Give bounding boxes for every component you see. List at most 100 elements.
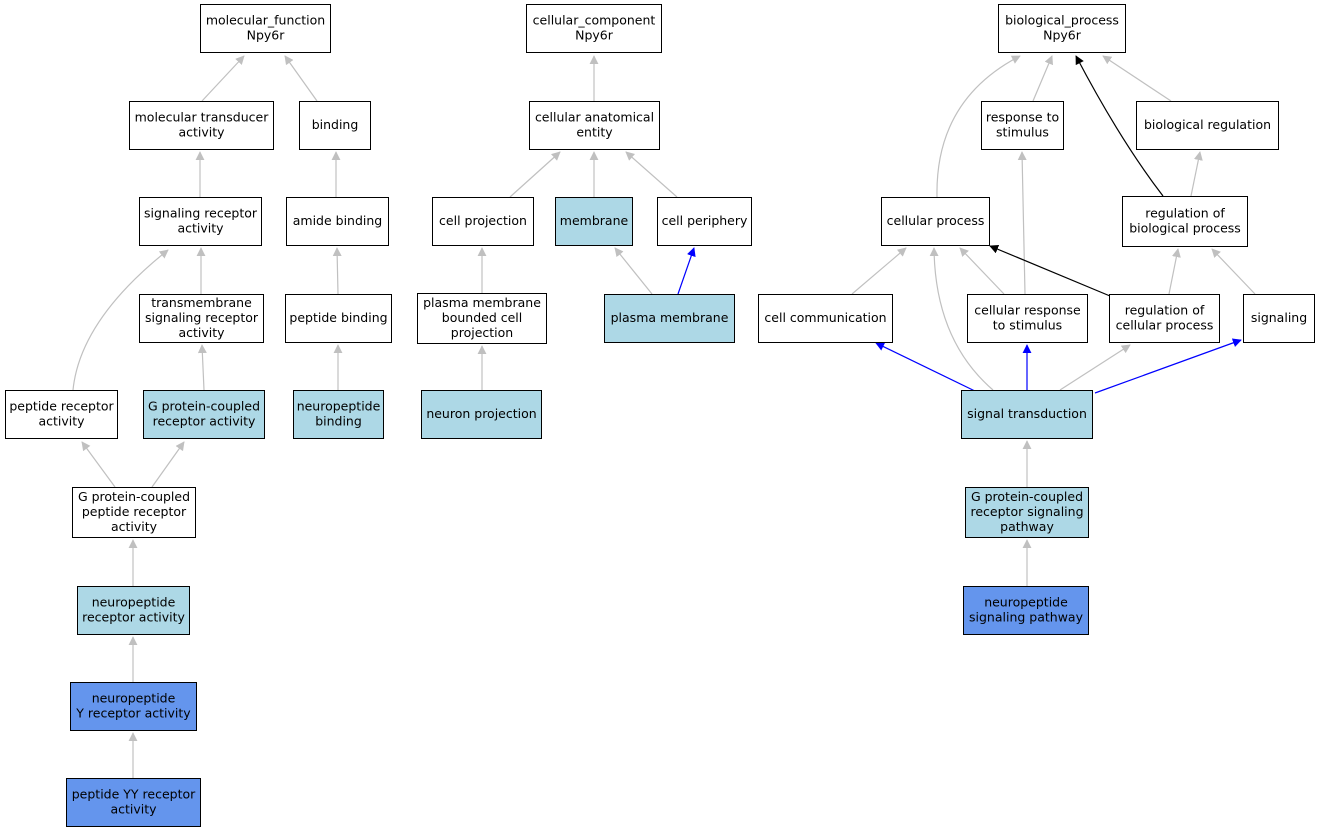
go-term-node[interactable]: cell projection: [432, 197, 534, 246]
go-term-label: activity: [178, 325, 225, 340]
go-term-node[interactable]: neuron projection: [421, 390, 542, 439]
go-term-box[interactable]: [421, 390, 542, 439]
edge-gpprа-to-gpcra: [151, 441, 185, 488]
edge-cpr-to-bp: [936, 55, 1021, 198]
go-term-box[interactable]: [200, 4, 331, 53]
go-term-label: biological_process: [1005, 13, 1119, 28]
go-term-label: regulation of: [1145, 206, 1225, 221]
edge-rbp-to-bp: [1075, 55, 1164, 197]
go-term-label: pathway: [1000, 519, 1054, 534]
edge-mta-to-mf: [201, 55, 245, 102]
go-term-box[interactable]: [299, 101, 371, 150]
edge-sig-to-rbp: [1211, 248, 1256, 295]
go-term-label: cellular_component: [533, 13, 656, 28]
go-term-label: activity: [178, 125, 225, 140]
go-term-node[interactable]: cellular process: [881, 197, 990, 246]
go-term-box[interactable]: [285, 294, 392, 343]
edge-st-to-rcp: [1059, 344, 1131, 391]
go-term-label: neuropeptide: [92, 691, 176, 706]
go-term-box[interactable]: [758, 294, 893, 343]
go-term-label: receptor activity: [82, 610, 185, 625]
go-term-box[interactable]: [72, 487, 196, 538]
go-term-box[interactable]: [1109, 294, 1220, 343]
edge-breg-to-bp: [1102, 55, 1172, 102]
go-term-box[interactable]: [139, 197, 262, 246]
edge-pm-to-mem: [614, 247, 653, 295]
go-term-node[interactable]: cell periphery: [657, 197, 752, 246]
go-term-box[interactable]: [70, 682, 197, 731]
go-term-box[interactable]: [1122, 196, 1248, 247]
edge-pra-to-sra: [72, 249, 169, 391]
go-term-box[interactable]: [66, 778, 201, 827]
go-term-label: G protein-coupled: [971, 489, 1083, 504]
go-term-label: receptor activity: [153, 414, 256, 429]
go-term-box[interactable]: [657, 197, 752, 246]
go-term-node[interactable]: binding: [299, 101, 371, 150]
go-term-box[interactable]: [293, 390, 384, 439]
go-term-label: cellular anatomical: [535, 110, 654, 125]
go-term-box[interactable]: [881, 197, 990, 246]
go-term-label: amide binding: [293, 213, 383, 228]
go-term-label: response to: [986, 110, 1059, 125]
edge-cproj-to-cae: [509, 151, 561, 198]
go-term-node[interactable]: signal transduction: [961, 390, 1093, 439]
go-term-node[interactable]: amide binding: [286, 197, 389, 246]
go-term-box[interactable]: [998, 4, 1126, 53]
go-term-box[interactable]: [286, 197, 389, 246]
go-term-label: entity: [576, 125, 613, 140]
go-term-box[interactable]: [129, 101, 274, 150]
go-term-box[interactable]: [529, 101, 660, 150]
go-term-node[interactable]: cell communication: [758, 294, 893, 343]
go-term-box[interactable]: [432, 197, 534, 246]
go-term-label: binding: [312, 117, 359, 132]
edge-rts-to-bp: [1032, 55, 1053, 102]
go-term-box[interactable]: [5, 390, 118, 439]
go-term-node[interactable]: biological regulation: [1136, 101, 1279, 150]
go-term-box[interactable]: [417, 293, 547, 344]
go-term-box[interactable]: [555, 197, 633, 246]
go-term-node[interactable]: plasma membrane: [604, 294, 735, 343]
go-term-label: cell periphery: [662, 213, 748, 228]
go-term-box[interactable]: [981, 101, 1064, 150]
go-term-box[interactable]: [965, 487, 1089, 538]
go-term-box[interactable]: [139, 294, 264, 343]
go-term-label: biological regulation: [1144, 117, 1271, 132]
go-term-box[interactable]: [1243, 294, 1315, 343]
go-term-box[interactable]: [963, 586, 1089, 635]
go-term-label: to stimulus: [993, 318, 1062, 333]
go-term-box[interactable]: [604, 294, 735, 343]
go-term-node[interactable]: signaling: [1243, 294, 1315, 343]
go-term-box[interactable]: [1136, 101, 1279, 150]
go-term-node[interactable]: membrane: [555, 197, 633, 246]
go-term-node[interactable]: peptide binding: [285, 294, 392, 343]
go-term-box[interactable]: [77, 586, 190, 635]
go-term-label: neuropeptide: [92, 595, 176, 610]
go-term-box[interactable]: [526, 4, 662, 53]
go-term-box[interactable]: [961, 390, 1093, 439]
go-term-label: projection: [451, 325, 513, 340]
go-term-box[interactable]: [967, 294, 1088, 343]
go-term-box[interactable]: [143, 390, 265, 439]
go-term-label: plasma membrane: [423, 295, 541, 310]
